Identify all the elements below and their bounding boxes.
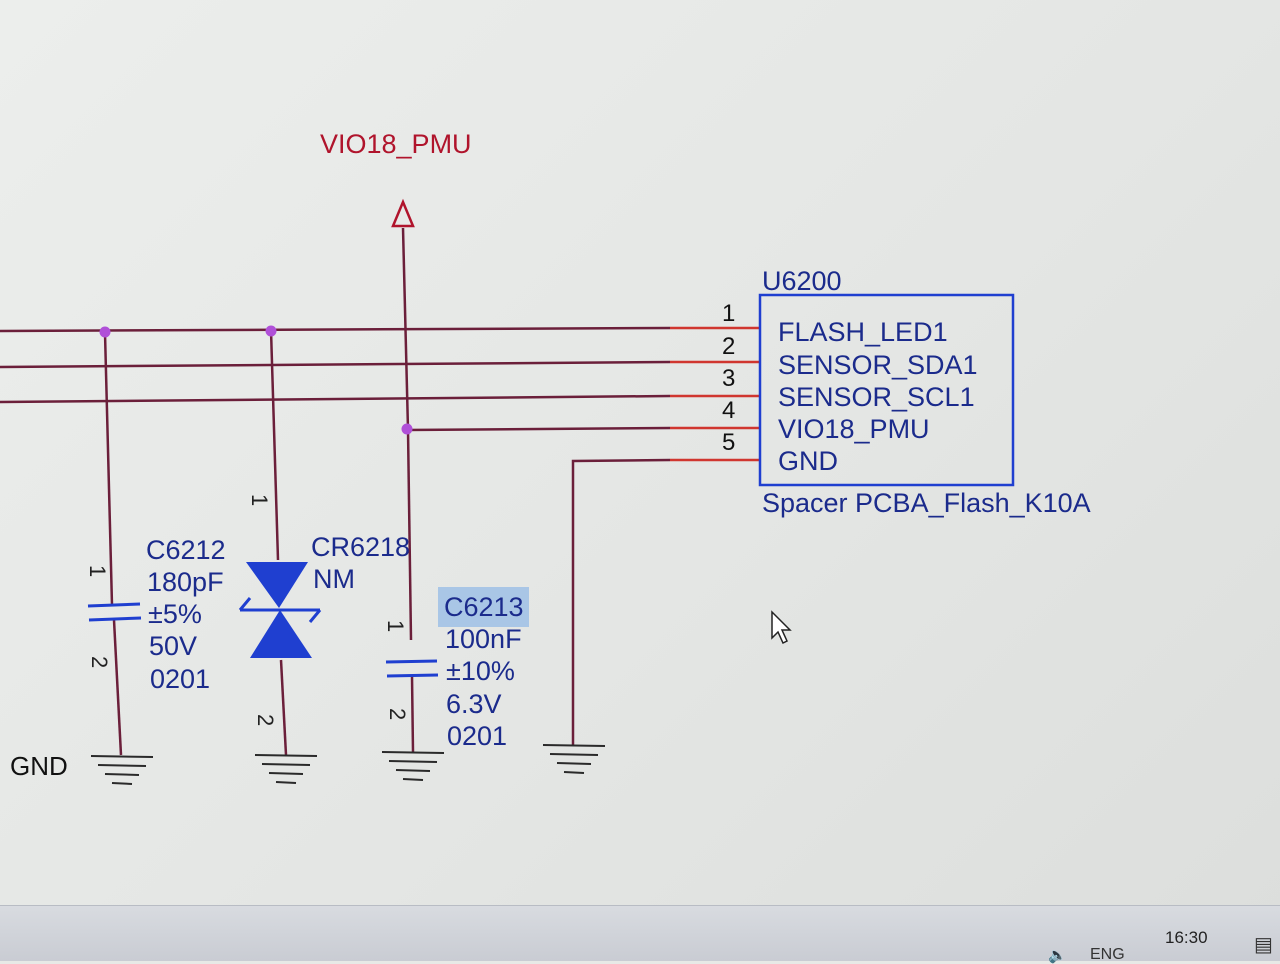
- c6212-pin1-label: 1: [85, 565, 110, 577]
- wire-vio18-pmu[interactable]: [405, 426, 671, 432]
- c6213-pin2-label: 2: [385, 708, 410, 720]
- junction-dot: [401, 423, 413, 435]
- ground-symbol[interactable]: [381, 751, 445, 781]
- power-port-label: VIO18_PMU: [320, 129, 472, 159]
- notification-icon[interactable]: ▤: [1254, 934, 1273, 956]
- cr6218-pin1-label: 1: [247, 494, 272, 506]
- u6200-pin-number-1: 1: [722, 300, 735, 327]
- tvs-diode-cr6218[interactable]: [238, 562, 322, 658]
- taskbar-clock[interactable]: 16:30: [1165, 928, 1208, 947]
- wire-cr6218-bottom[interactable]: [279, 659, 288, 756]
- wire-c6212-bottom[interactable]: [112, 619, 123, 756]
- cr6218-refdes: CR6218: [311, 532, 410, 562]
- c6213-package: 0201: [447, 721, 507, 751]
- c6213-refdes[interactable]: C6213: [444, 592, 524, 622]
- wire-sensor-scl1[interactable]: [0, 394, 671, 404]
- c6213-selection-highlight: [438, 587, 529, 627]
- u6200-pin-name-4: VIO18_PMU: [778, 414, 930, 444]
- c6212-pin2-label: 2: [87, 656, 112, 668]
- u6200-pin-name-2: SENSOR_SDA1: [778, 350, 978, 380]
- wire-sensor-sda1[interactable]: [0, 360, 671, 369]
- u6200-pin-name-1: FLASH_LED1: [778, 317, 948, 347]
- c6213-pin1-label: 1: [383, 620, 408, 632]
- u6200-pin-number-2: 2: [722, 333, 735, 360]
- capacitor-c6213[interactable]: [385, 659, 439, 678]
- language-indicator[interactable]: ENG: [1090, 946, 1125, 963]
- u6200-pin-name-3: SENSOR_SCL1: [778, 382, 975, 412]
- c6213-value: 100nF: [445, 624, 522, 654]
- wire-c6213-top[interactable]: [406, 429, 413, 641]
- c6212-package: 0201: [150, 664, 210, 694]
- power-port-arrow[interactable]: [391, 198, 415, 228]
- wire-gnd[interactable]: [571, 458, 671, 745]
- c6213-voltage: 6.3V: [446, 689, 502, 719]
- cr6218-value: NM: [313, 564, 355, 594]
- u6200-pin-number-4: 4: [722, 397, 735, 424]
- u6200-pin-name-5: GND: [778, 446, 838, 476]
- c6212-value: 180pF: [147, 567, 224, 597]
- junction-dot: [99, 326, 111, 338]
- ground-symbol[interactable]: [542, 744, 606, 774]
- cr6218-pin2-label: 2: [253, 714, 278, 726]
- taskbar: 🔈 ENG 16:30 ▤: [0, 905, 1280, 964]
- wire-vio18-vertical[interactable]: [401, 227, 410, 431]
- u6200-pin-number-3: 3: [722, 365, 735, 392]
- u6200-refdes: U6200: [762, 266, 842, 296]
- ground-symbol[interactable]: [254, 754, 318, 784]
- u6200-part-name: Spacer PCBA_Flash_K10A: [762, 488, 1091, 518]
- c6212-tolerance: ±5%: [148, 599, 202, 629]
- capacitor-c6212[interactable]: [87, 602, 142, 622]
- ground-net-label: GND: [10, 751, 68, 781]
- c6213-tolerance: ±10%: [446, 656, 515, 686]
- volume-icon[interactable]: 🔈: [1048, 947, 1067, 964]
- ground-symbol[interactable]: [90, 755, 154, 785]
- wire-c6213-bottom[interactable]: [410, 675, 415, 753]
- mouse-cursor-icon: [771, 610, 792, 645]
- junction-dot: [265, 325, 277, 337]
- wire-cr6218-top[interactable]: [269, 329, 280, 561]
- c6212-voltage: 50V: [149, 631, 197, 661]
- u6200-body[interactable]: [758, 293, 1015, 487]
- u6200-pin-number-5: 5: [722, 429, 735, 456]
- wire-c6212-top[interactable]: [103, 332, 114, 606]
- c6212-refdes: C6212: [146, 535, 226, 565]
- wire-flash-led1[interactable]: [0, 326, 671, 333]
